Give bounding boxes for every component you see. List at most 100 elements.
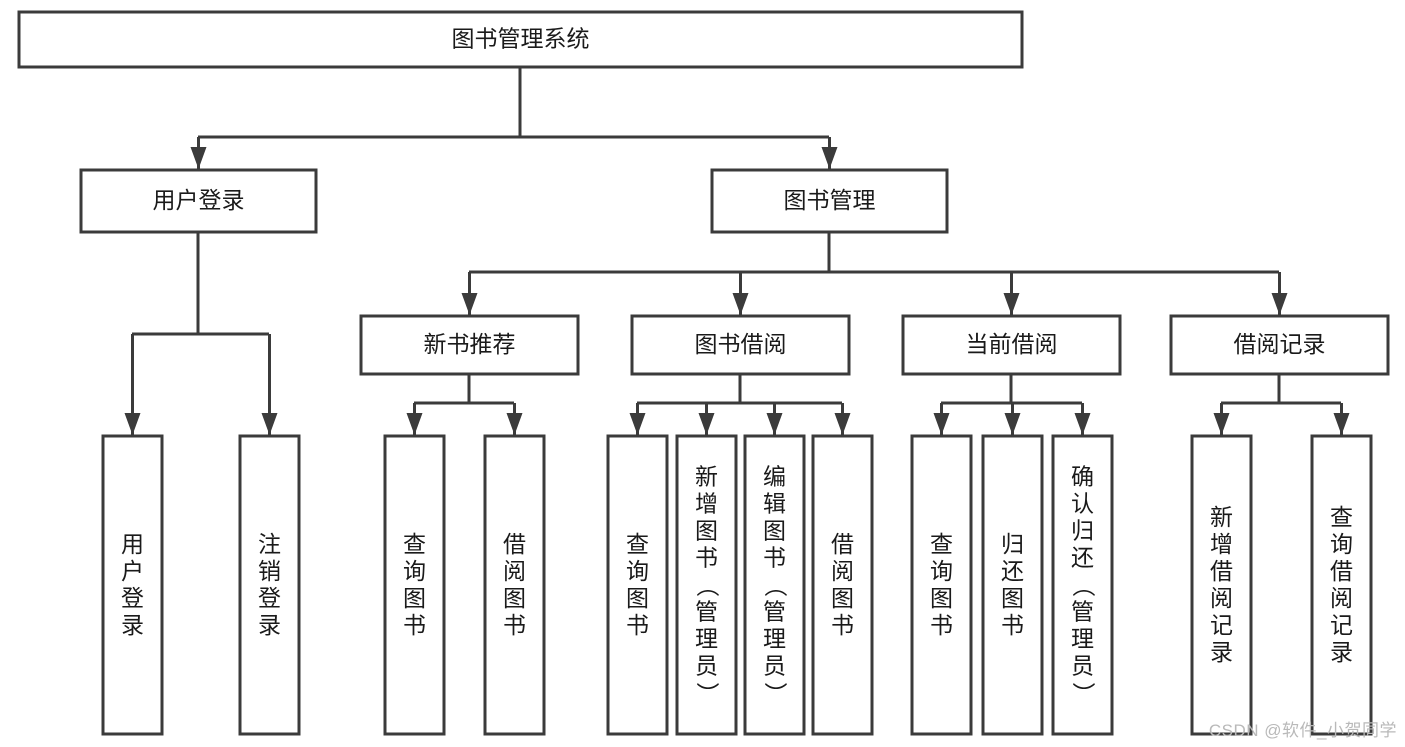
node-box-nbr-query-book (383, 434, 446, 736)
node-box-nbr-borrow-book (483, 434, 546, 736)
node-box-bb-edit-book (743, 434, 806, 736)
node-label-char: 查 (930, 531, 953, 557)
node-box-book-manage (710, 168, 949, 234)
node-label-char: 图 (831, 585, 854, 611)
node-layer: 图书管理系统用户登录图书管理新书推荐图书借阅当前借阅借阅记录用户登录注销登录查询… (17, 10, 1390, 736)
node-box-br-add-record (1190, 434, 1253, 736)
node-box-bb-add-book (675, 434, 738, 736)
arrow-head-icon (1213, 413, 1230, 435)
node-label-char: 编 (763, 464, 786, 490)
node-label-char: ） (695, 682, 721, 705)
node-label-char: 认 (1071, 491, 1094, 517)
arrow-head-icon (933, 413, 950, 435)
arrow-head-icon (261, 413, 278, 435)
arrow-head-icon (1271, 293, 1288, 315)
node-label-char: 录 (1330, 639, 1353, 665)
node-label-char: 阅 (503, 558, 526, 584)
arrow-head-icon (629, 413, 646, 435)
node-label-char: 员 (763, 653, 786, 679)
node-current-borrow[interactable]: 当前借阅 (901, 314, 1122, 376)
node-label-char: 查 (1330, 504, 1353, 530)
node-label-char: 借 (503, 531, 526, 557)
node-label-char: 图 (403, 585, 426, 611)
arrow-head-icon (124, 413, 141, 435)
node-label-char: 书 (1001, 612, 1024, 638)
node-label-char: 新 (1210, 504, 1233, 530)
node-label-char: 录 (258, 612, 281, 638)
node-label-char: 录 (1210, 639, 1233, 665)
node-label-char: 还 (1071, 545, 1094, 571)
node-label-char: 增 (695, 491, 718, 517)
node-user-login[interactable]: 用户登录 (79, 168, 318, 234)
node-label-char: 图 (695, 518, 718, 544)
node-label-char: 注 (258, 531, 281, 557)
node-label-char: 书 (626, 612, 649, 638)
node-new-book-rec[interactable]: 新书推荐 (359, 314, 580, 376)
node-box-br-query-record (1310, 434, 1373, 736)
arrow-head-icon (732, 293, 749, 315)
node-label-char: （ (695, 574, 721, 597)
node-label-char: 书 (503, 612, 526, 638)
arrow-head-icon (834, 413, 851, 435)
node-label-book-borrow: 图书借阅 (695, 331, 787, 357)
node-label-char: 询 (403, 558, 426, 584)
node-label-char: 图 (626, 585, 649, 611)
node-label-char: 借 (1330, 558, 1353, 584)
node-box-cb-return-book (981, 434, 1044, 736)
node-label-char: 登 (258, 585, 281, 611)
node-root[interactable]: 图书管理系统 (17, 10, 1024, 69)
arrow-head-icon (506, 413, 523, 435)
arrow-head-icon (1003, 293, 1020, 315)
node-label-char: 录 (121, 612, 144, 638)
node-label-char: 阅 (831, 558, 854, 584)
node-label-char: ） (763, 682, 789, 705)
node-label-char: 销 (258, 558, 281, 584)
node-label-char: 查 (403, 531, 426, 557)
node-book-borrow[interactable]: 图书借阅 (630, 314, 851, 376)
node-label-user-login: 用户登录 (153, 187, 245, 213)
arrow-head-icon (406, 413, 423, 435)
node-user-login-do[interactable]: 用户登录 (101, 434, 164, 736)
node-label-char: 还 (1001, 558, 1024, 584)
arrow-head-icon (190, 147, 207, 169)
node-label-char: 归 (1071, 518, 1094, 544)
node-label-char: 员 (695, 653, 718, 679)
arrow-head-icon (821, 147, 838, 169)
node-label-char: 记 (1210, 612, 1233, 638)
node-label-char: 图 (1001, 585, 1024, 611)
node-label-char: 员 (1071, 653, 1094, 679)
node-box-borrow-record (1169, 314, 1390, 376)
node-box-book-borrow (630, 314, 851, 376)
node-book-manage[interactable]: 图书管理 (710, 168, 949, 234)
connector-layer (124, 67, 1350, 435)
node-label-char: 理 (695, 626, 718, 652)
node-label-char: 借 (1210, 558, 1233, 584)
node-label-char: 询 (1330, 531, 1353, 557)
watermark-label: CSDN @软件_小贺同学 (1208, 721, 1397, 740)
node-box-current-borrow (901, 314, 1122, 376)
node-label-char: 图 (930, 585, 953, 611)
node-borrow-record[interactable]: 借阅记录 (1169, 314, 1390, 376)
node-box-cb-confirm-return (1051, 434, 1114, 736)
node-label-book-manage: 图书管理 (784, 187, 876, 213)
node-box-bb-borrow-book (811, 434, 874, 736)
node-label-char: 理 (1071, 626, 1094, 652)
node-label-char: 阅 (1330, 585, 1353, 611)
node-label-char: ） (1071, 682, 1097, 705)
node-label-char: 新 (695, 464, 718, 490)
node-box-root (17, 10, 1024, 69)
node-label-new-book-rec: 新书推荐 (424, 331, 516, 357)
